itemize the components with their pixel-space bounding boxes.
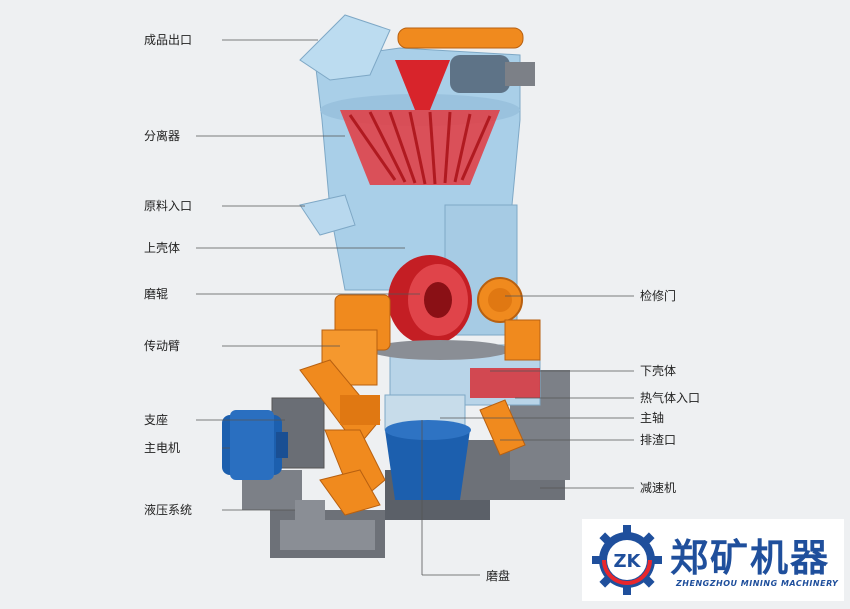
label-lower-housing: 下壳体	[640, 364, 676, 378]
label-product-outlet: 成品出口	[144, 33, 192, 47]
label-grinding-roller: 磨辊	[144, 287, 168, 301]
label-transmission-arm: 传动臂	[144, 339, 180, 353]
brand-subtitle: ZHENGZHOU MINING MACHINERY	[676, 579, 838, 588]
label-feed-inlet: 原料入口	[144, 199, 192, 213]
inspection-door	[478, 278, 522, 322]
label-main-shaft: 主轴	[640, 411, 664, 425]
label-main-motor: 主电机	[144, 441, 180, 455]
brand-name: 郑矿机器	[670, 527, 830, 582]
label-hydraulic-system: 液压系统	[144, 503, 192, 517]
label-slag-outlet: 排渣口	[640, 433, 676, 447]
logo-text: ZK	[614, 551, 642, 572]
grinding-roller	[388, 255, 472, 345]
brand-block: ZK 郑矿机器 ZHENGZHOU MINING MACHINERY	[582, 519, 844, 601]
label-grinding-table: 磨盘	[486, 569, 510, 583]
label-upper-housing: 上壳体	[144, 241, 180, 255]
label-separator: 分离器	[144, 129, 180, 143]
gear-logo-icon: ZK	[590, 523, 664, 597]
label-hot-gas-inlet: 热气体入口	[640, 391, 700, 405]
reducer	[385, 420, 471, 500]
label-reducer: 减速机	[640, 481, 676, 495]
label-support: 支座	[144, 413, 168, 427]
label-inspection-door: 检修门	[640, 289, 676, 303]
main-motor	[222, 410, 288, 480]
